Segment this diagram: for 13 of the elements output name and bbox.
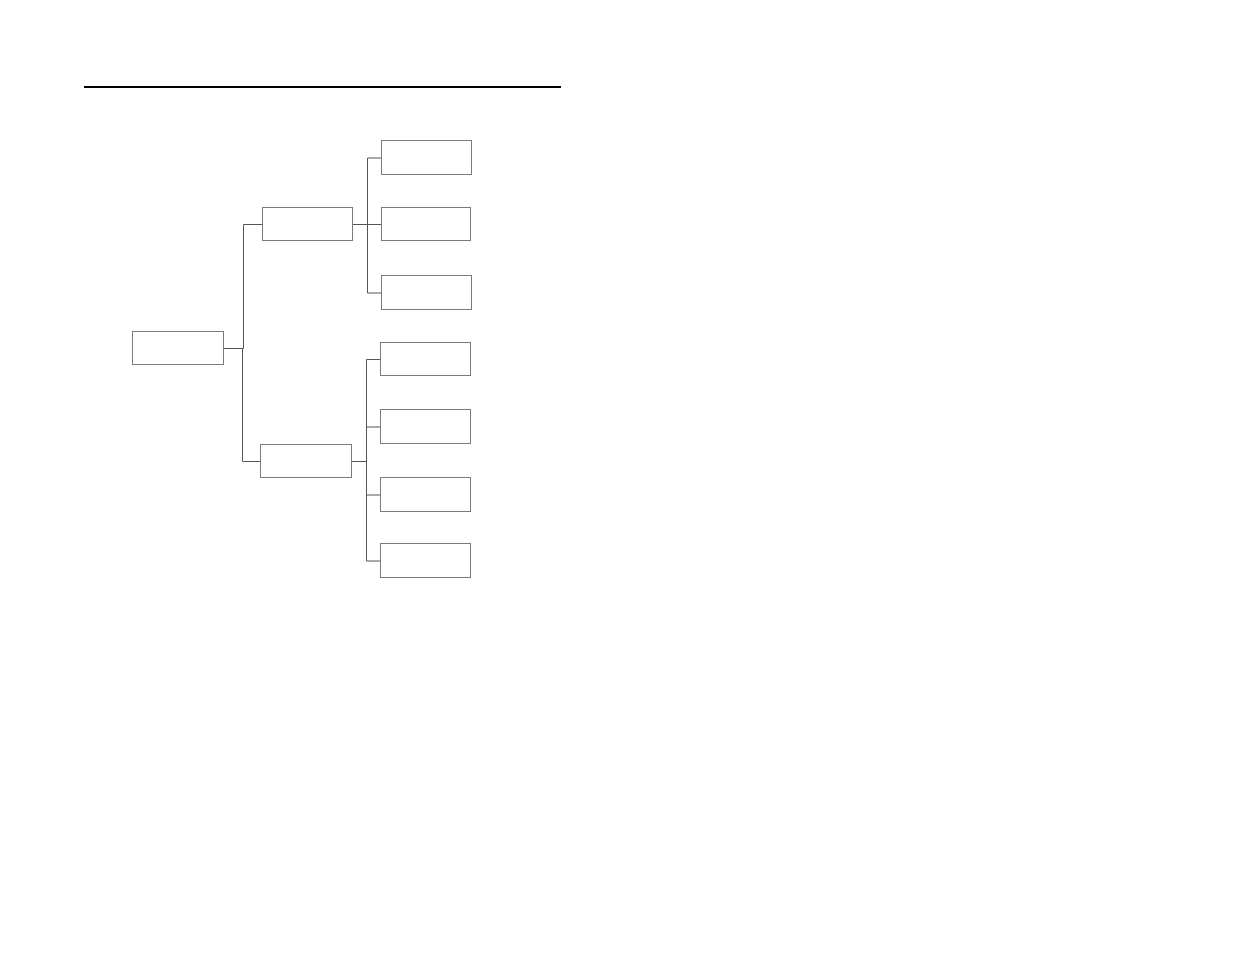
empty-box [380,409,471,444]
empty-box [132,331,224,365]
empty-box [262,207,353,241]
empty-box [381,207,471,241]
empty-box [380,543,471,578]
empty-box [381,140,472,175]
empty-box [381,275,472,310]
connector-line [223,348,261,462]
empty-box [260,444,352,478]
connector-line [352,224,382,294]
empty-box [380,342,471,376]
empty-box [380,477,471,512]
connector-line [351,461,381,562]
